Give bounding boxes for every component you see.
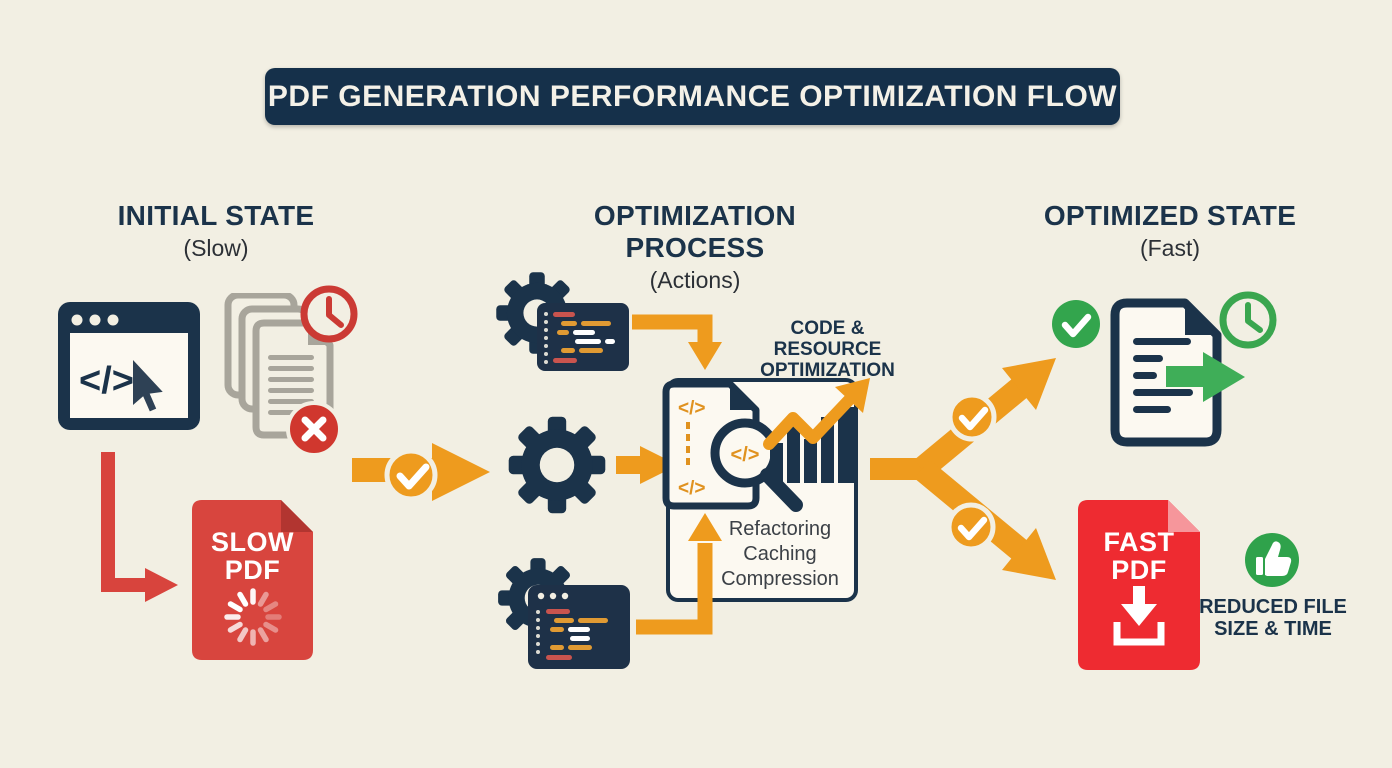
code-symbol: </> xyxy=(678,478,705,499)
branch-arrows-check xyxy=(870,358,1056,580)
fast-pdf-label-line2: PDF xyxy=(1111,555,1167,585)
slow-pdf-sheet xyxy=(192,500,313,660)
optimized-document-icon xyxy=(1110,298,1245,447)
fast-pdf-sheet xyxy=(1078,500,1200,670)
elbow-arrow-bottom xyxy=(636,513,722,635)
slow-pdf-label-line2: PDF xyxy=(224,555,281,585)
initial-state-heading: INITIAL STATE xyxy=(117,200,315,231)
code-window-cursor-icon: </> xyxy=(58,302,200,430)
benefit-line1: REDUCED FILE xyxy=(1199,596,1347,618)
action-refactoring: Refactoring xyxy=(728,518,832,540)
slow-clock-icon xyxy=(300,285,358,343)
column-heading-optimized: OPTIMIZED STATE (Fast) xyxy=(1018,200,1322,262)
slow-pdf-icon: SLOW PDF xyxy=(192,500,313,660)
fast-clock-icon xyxy=(1219,291,1277,349)
optimization-process-subheading: (Actions) xyxy=(649,267,741,293)
page-title: PDF GENERATION PERFORMANCE OPTIMIZATION … xyxy=(267,79,1118,113)
fast-pdf-label-line1: FAST xyxy=(1103,527,1175,557)
error-x-icon xyxy=(286,401,342,457)
process-annotation: CODE & RESOURCE OPTIMIZATION xyxy=(735,318,920,381)
fast-forward-arrow-icon xyxy=(1166,352,1245,402)
gear-code-editor-bottom-icon xyxy=(498,558,630,669)
elbow-arrow-top xyxy=(632,314,722,370)
success-check-icon xyxy=(1052,300,1100,348)
small-right-arrow xyxy=(616,446,678,484)
benefit-line2: SIZE & TIME xyxy=(1214,618,1332,640)
annotation-line1: CODE & RESOURCE xyxy=(773,318,882,360)
benefit-text: REDUCED FILE SIZE & TIME xyxy=(1192,596,1354,640)
download-icon xyxy=(1113,586,1165,646)
annotation-line2: OPTIMIZATION xyxy=(760,360,895,381)
code-symbol: </> xyxy=(731,444,760,466)
action-caching: Caching xyxy=(743,543,817,565)
gear-code-editor-top-icon xyxy=(496,272,629,371)
column-heading-process: OPTIMIZATION PROCESS (Actions) xyxy=(540,200,850,294)
flow-arrow-check-1 xyxy=(352,443,490,502)
spinner-icon xyxy=(224,588,282,646)
column-heading-initial: INITIAL STATE (Slow) xyxy=(66,200,366,262)
code-symbol: </> xyxy=(678,398,705,419)
code-editor-window xyxy=(528,585,630,669)
gear-icon xyxy=(508,416,606,514)
optimized-state-subheading: (Fast) xyxy=(1139,235,1201,261)
fast-pdf-icon: FAST PDF xyxy=(1078,500,1200,670)
action-compression: Compression xyxy=(721,568,839,590)
thumbs-up-icon xyxy=(1245,533,1299,587)
initial-state-subheading: (Slow) xyxy=(183,235,249,261)
cursor-icon xyxy=(133,360,163,412)
growth-chart-icon xyxy=(763,378,870,483)
title-banner: PDF GENERATION PERFORMANCE OPTIMIZATION … xyxy=(265,68,1120,125)
code-symbol: </> xyxy=(79,360,134,402)
optimization-process-heading: OPTIMIZATION PROCESS xyxy=(593,200,797,263)
slow-pdf-label-line1: SLOW xyxy=(211,527,294,557)
code-editor-window xyxy=(537,303,629,371)
down-right-arrow xyxy=(101,452,178,602)
optimized-state-heading: OPTIMIZED STATE xyxy=(1043,200,1297,231)
